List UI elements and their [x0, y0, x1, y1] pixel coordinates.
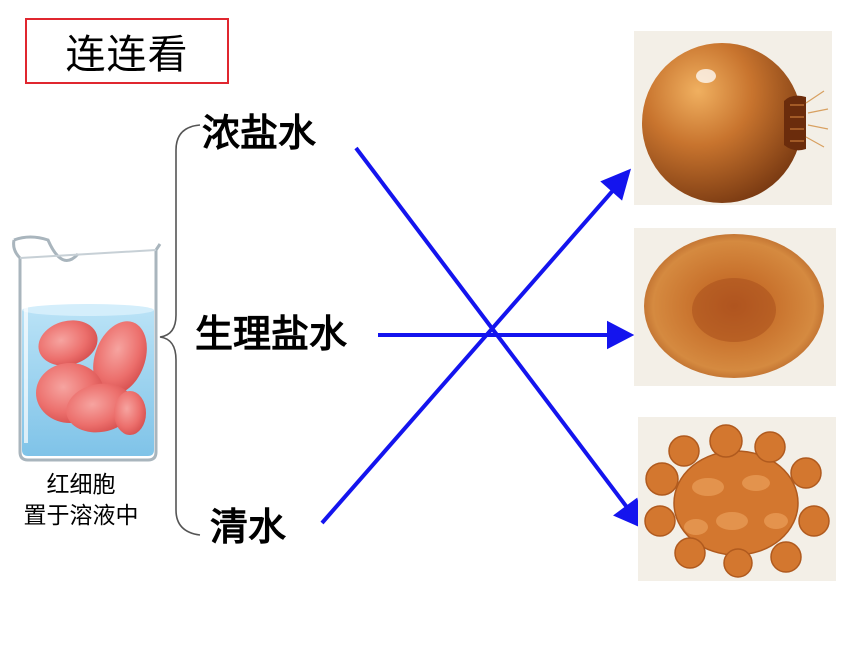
- label-clear-water: 清水: [210, 505, 287, 549]
- curly-brace: [159, 124, 201, 536]
- caption-line-2: 置于溶液中: [23, 503, 139, 529]
- swollen-cell-image: [642, 43, 829, 203]
- beaker-cell: [38, 320, 98, 366]
- caption-line-1: 红细胞: [46, 472, 116, 498]
- label-concentrated-saline: 浓盐水: [202, 111, 317, 155]
- beaker-cell: [93, 321, 147, 395]
- shrunken-cell-panel: [638, 417, 836, 581]
- normal-cell-image: [644, 234, 824, 378]
- arrow-water-to-swollen: [320, 185, 618, 525]
- title-box: 连连看: [25, 18, 229, 84]
- beaker-cell: [114, 391, 146, 435]
- swollen-cell-panel: [634, 31, 832, 205]
- shrunken-cell-image: [644, 424, 830, 578]
- title-text: 连连看: [65, 32, 189, 78]
- label-physiological-saline: 生理盐水: [195, 312, 348, 356]
- beaker-illustration: [12, 235, 162, 462]
- arrowhead: [600, 168, 632, 201]
- beaker-caption: 红细胞 置于溶液中: [6, 470, 156, 532]
- arrowhead: [607, 320, 635, 350]
- normal-cell-panel: [634, 228, 836, 386]
